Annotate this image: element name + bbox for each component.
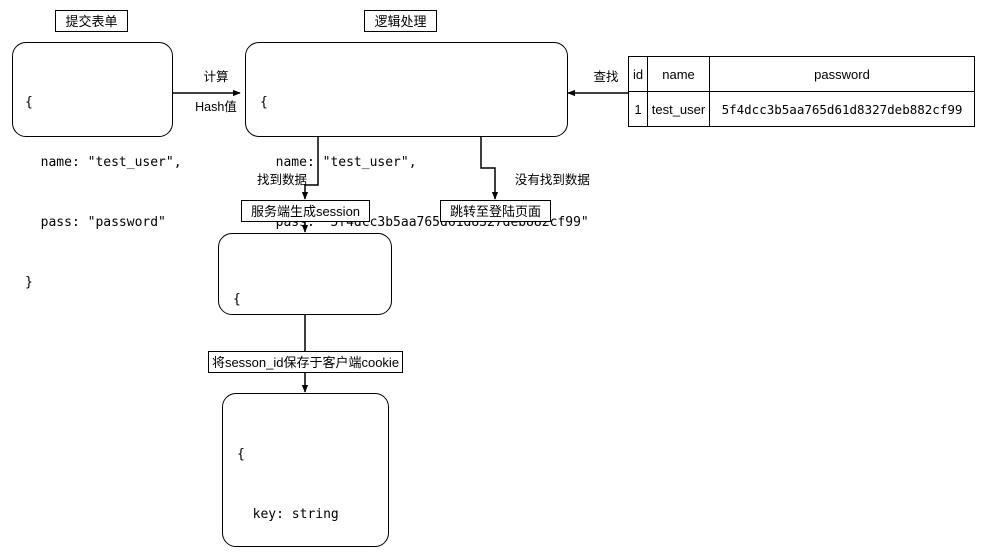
- client-request-line-1: name: "test_user",: [25, 155, 182, 170]
- session-object-box: { session_id: "data", }: [218, 233, 397, 427]
- label-logic-process: 逻辑处理: [364, 10, 437, 32]
- table-header-row: id name password: [628, 56, 975, 92]
- edge-label-compute-hash-line2: Hash值: [195, 100, 237, 114]
- client-request-box: { name: "test_user", pass: "password" }: [12, 42, 182, 290]
- edge-label-compute-hash-line1: 计算: [203, 70, 229, 84]
- hashed-request-line-1: name: "test_user",: [260, 155, 417, 170]
- edge-label-lookup-text: 查找: [593, 70, 619, 84]
- client-request-line-2: pass: "password": [25, 215, 166, 230]
- process-server-generate-session: 服务端生成session: [241, 200, 370, 222]
- table-row: 1 test_user 5f4dcc3b5aa765d61d8327deb882…: [628, 91, 975, 127]
- label-submit-form-text: 提交表单: [65, 13, 118, 29]
- client-request-line-0: {: [25, 95, 33, 110]
- table-header-id: id: [628, 56, 648, 92]
- session-object-line-0: {: [233, 292, 241, 307]
- edge-label-not-found-data: 没有找到数据: [501, 158, 593, 203]
- cookie-object-line-1: key: string: [237, 507, 339, 522]
- edge-label-found-data: 找到数据: [240, 158, 310, 203]
- table-cell-id: 1: [628, 91, 648, 127]
- label-submit-form: 提交表单: [55, 10, 128, 32]
- table-header-password: password: [709, 56, 975, 92]
- hashed-request-line-0: {: [260, 95, 268, 110]
- edge-label-compute-hash: 计算 Hash值: [180, 55, 238, 130]
- cookie-object-box: { key: string value: session_id domain: …: [222, 393, 389, 547]
- table-cell-name: test_user: [647, 91, 710, 127]
- process-store-session-cookie-text: 将sesson_id保存于客户端cookie: [211, 354, 400, 370]
- process-redirect-login-page-text: 跳转至登陆页面: [449, 203, 541, 219]
- edge-label-lookup: 查找: [575, 55, 623, 100]
- hashed-request-box: { name: "test_user", pass: "5f4dcc3b5aa7…: [245, 42, 589, 290]
- label-logic-process-text: 逻辑处理: [374, 13, 427, 29]
- process-server-generate-session-text: 服务端生成session: [250, 203, 361, 219]
- table-header-name: name: [647, 56, 710, 92]
- process-store-session-cookie: 将sesson_id保存于客户端cookie: [208, 351, 403, 373]
- table-cell-password: 5f4dcc3b5aa765d61d8327deb882cf99: [709, 91, 975, 127]
- cookie-object-line-0: {: [237, 447, 245, 462]
- client-request-line-3: }: [25, 275, 33, 290]
- edge-label-not-found-data-text: 没有找到数据: [514, 173, 590, 187]
- process-redirect-login-page: 跳转至登陆页面: [440, 200, 551, 222]
- edge-label-found-data-text: 找到数据: [256, 173, 307, 187]
- database-table: id name password 1 test_user 5f4dcc3b5aa…: [628, 56, 975, 127]
